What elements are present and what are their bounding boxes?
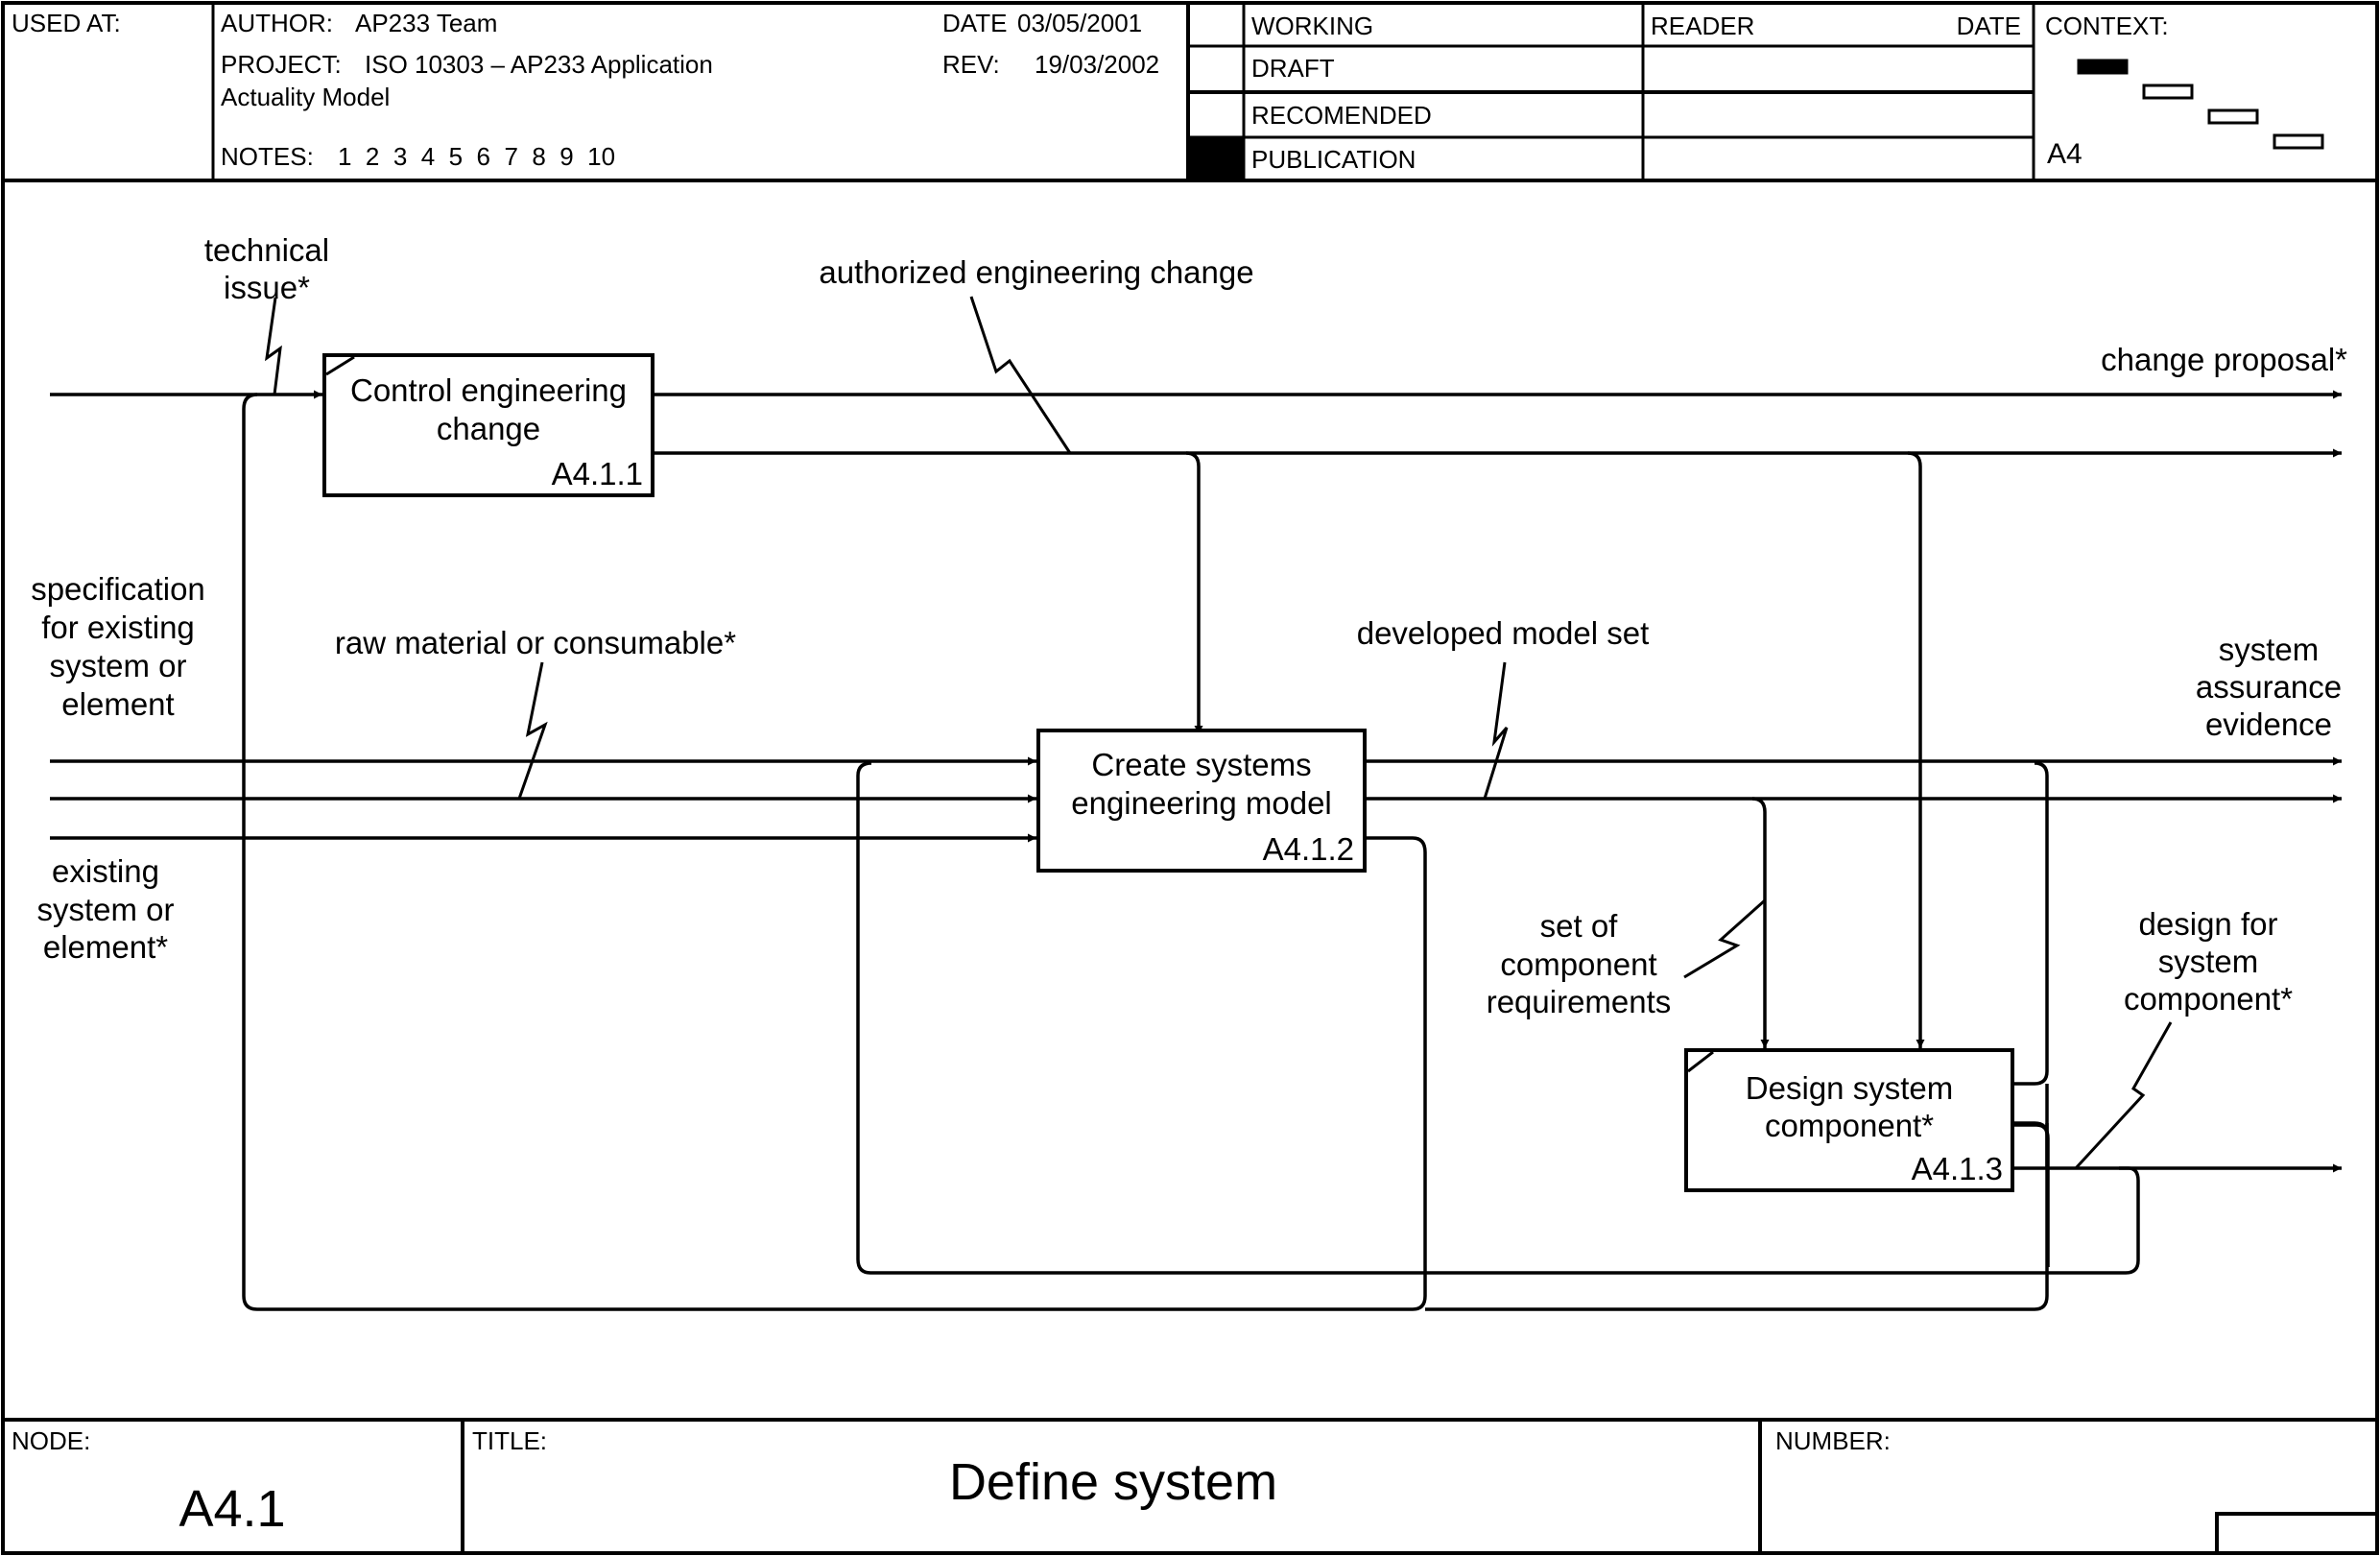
- svg-text:system: system: [2219, 632, 2320, 667]
- svg-text:design for: design for: [2139, 906, 2278, 942]
- author-value: AP233 Team: [355, 9, 497, 37]
- reader-label: READER: [1651, 12, 1754, 40]
- notes-label: NOTES:: [221, 142, 314, 171]
- svg-text:requirements: requirements: [1487, 984, 1672, 1019]
- context-diagram-thumbnail: [2077, 59, 2324, 150]
- activity-box-a412[interactable]: Create systems engineering model A4.1.2: [1036, 729, 1367, 873]
- label-design-for-system-component: design for system component*: [2124, 906, 2293, 1017]
- svg-text:system or: system or: [36, 892, 174, 927]
- date-value: 03/05/2001: [1017, 9, 1142, 37]
- leader-authorized-change: [969, 296, 1072, 454]
- svg-text:element: element: [61, 686, 174, 722]
- label-technical-issue: technical issue*: [204, 232, 329, 305]
- publication-status-mark: [1188, 137, 1244, 180]
- footer-corner-box: [2215, 1512, 2379, 1555]
- svg-text:set of: set of: [1540, 908, 1619, 944]
- footer-block: NODE: A4.1 TITLE: Define system NUMBER:: [3, 1418, 2379, 1555]
- leader-set-of-requirements: [1683, 898, 1766, 979]
- rev-label: REV:: [942, 50, 1000, 79]
- feedback-loop-a413-mid: [2012, 1123, 2050, 1267]
- diagram-area: Control engineering change A4.1.1 Create…: [31, 232, 2347, 1311]
- leader-raw-material: [517, 661, 548, 800]
- rev-value: 19/03/2002: [1035, 50, 1159, 79]
- svg-text:component*: component*: [2124, 981, 2293, 1017]
- context-box-current: [2077, 59, 2129, 75]
- svg-text:technical: technical: [204, 232, 329, 268]
- activity-title-line2: component*: [1765, 1108, 1934, 1143]
- feedback-loop-lower: [856, 761, 2140, 1275]
- reader-date-label: DATE: [1957, 12, 2021, 40]
- status-working: WORKING: [1251, 12, 1373, 40]
- label-change-proposal: change proposal*: [2101, 342, 2347, 377]
- label-authorized-engineering-change: authorized engineering change: [819, 254, 1253, 290]
- svg-text:evidence: evidence: [2205, 706, 2332, 742]
- label-system-assurance-evidence: system assurance evidence: [2196, 632, 2342, 742]
- activity-title-line2: change: [437, 411, 540, 446]
- leader-developed-model-set: [1483, 661, 1509, 800]
- control-arrow-a413-authorized: [1907, 451, 1925, 1048]
- activity-title-line2: engineering model: [1071, 785, 1332, 821]
- project-value-line2: Actuality Model: [221, 83, 390, 111]
- box-corner-mark: [325, 355, 355, 376]
- svg-text:existing: existing: [52, 853, 159, 889]
- activity-box-a411[interactable]: Control engineering change A4.1.1: [322, 353, 654, 497]
- activity-box-a413[interactable]: Design system component* A4.1.3: [1684, 1048, 2014, 1192]
- svg-text:specification: specification: [31, 571, 205, 607]
- number-label: NUMBER:: [1775, 1426, 1891, 1455]
- svg-text:issue*: issue*: [224, 270, 310, 305]
- feedback-loop-to-a411: [242, 393, 1427, 1311]
- notes-value: 1 2 3 4 5 6 7 8 9 10: [338, 142, 615, 171]
- status-recomended: RECOMENDED: [1251, 101, 1432, 130]
- label-set-of-component-requirements: set of component requirements: [1487, 908, 1672, 1019]
- control-arrow-a412: [1185, 451, 1203, 734]
- date-label: DATE: [942, 9, 1007, 37]
- context-box: [2142, 84, 2194, 100]
- activity-node-id: A4.1.2: [1263, 831, 1354, 867]
- node-label: NODE:: [12, 1426, 90, 1455]
- status-publication: PUBLICATION: [1251, 145, 1416, 174]
- svg-text:system or: system or: [49, 648, 186, 683]
- feedback-loop-a413-top-down: [1425, 1084, 2049, 1311]
- leader-design-for-component: [2074, 1021, 2173, 1170]
- author-label: AUTHOR:: [221, 9, 333, 37]
- box-corner-mark: [1687, 1050, 1714, 1073]
- title-label: TITLE:: [472, 1426, 547, 1455]
- svg-text:for existing: for existing: [41, 610, 195, 645]
- svg-text:element*: element*: [43, 929, 168, 965]
- activity-node-id: A4.1.1: [552, 456, 643, 491]
- feedback-loop-to-a412: [2012, 1121, 2049, 1167]
- header-block: USED AT: AUTHOR: AP233 Team PROJECT: ISO…: [3, 3, 2377, 182]
- context-label: CONTEXT:: [2045, 12, 2169, 40]
- context-box: [2207, 108, 2259, 125]
- svg-text:system: system: [2158, 944, 2259, 979]
- label-existing-system: existing system or element*: [36, 853, 174, 965]
- node-value: A4.1: [178, 1480, 285, 1538]
- activity-title-line1: Design system: [1746, 1070, 1953, 1106]
- activity-title-line1: Create systems: [1091, 747, 1311, 782]
- title-value: Define system: [949, 1453, 1277, 1511]
- activity-node-id: A4.1.3: [1912, 1151, 2003, 1186]
- context-node: A4: [2047, 138, 2082, 170]
- feedback-loop-a413-top: [2012, 761, 2049, 1086]
- svg-text:assurance: assurance: [2196, 669, 2342, 705]
- label-specification: specification for existing system or ele…: [31, 571, 205, 722]
- used-at-label: USED AT:: [12, 9, 121, 37]
- activity-title-line1: Control engineering: [350, 372, 627, 408]
- leader-technical-issue: [265, 297, 282, 395]
- project-value-line1: ISO 10303 – AP233 Application: [365, 50, 713, 79]
- label-developed-model-set: developed model set: [1357, 615, 1650, 651]
- control-arrow-a413-requirements: [1751, 797, 1770, 1048]
- context-box: [2273, 133, 2324, 150]
- status-draft: DRAFT: [1251, 54, 1335, 83]
- project-label: PROJECT:: [221, 50, 342, 79]
- svg-text:component: component: [1500, 946, 1656, 982]
- label-raw-material: raw material or consumable*: [335, 625, 736, 660]
